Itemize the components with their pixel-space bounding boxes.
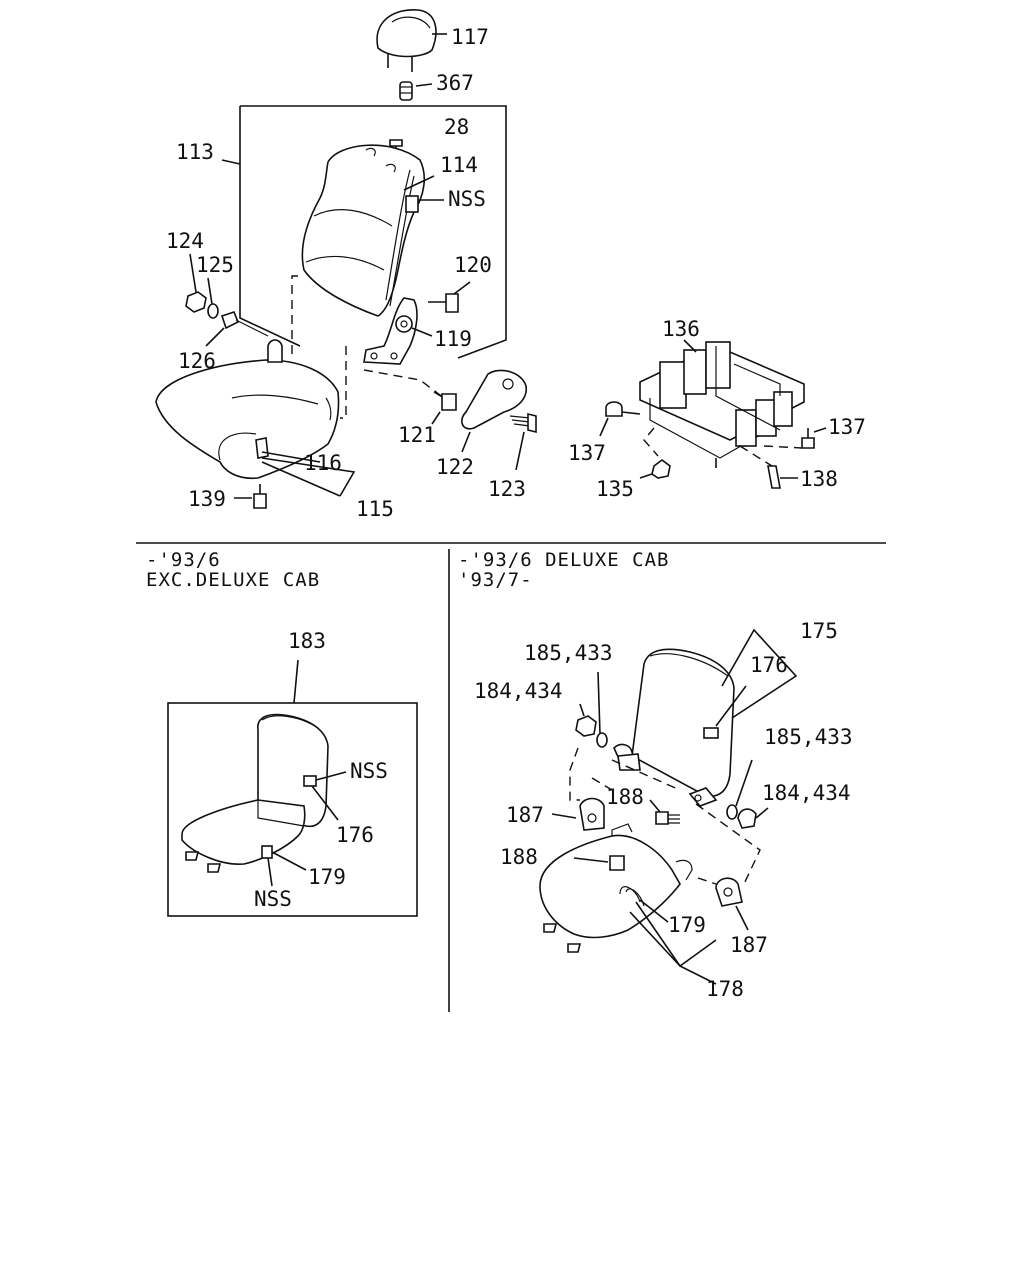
label-185-433-lower: 185,433 [764, 725, 853, 749]
label-120: 120 [454, 253, 492, 277]
headrest-guide-part [399, 81, 433, 101]
label-188-lower: 188 [500, 845, 538, 869]
label-114: 114 [440, 153, 478, 177]
label-188-upper: 188 [606, 785, 644, 809]
label-116: 116 [304, 451, 342, 475]
label-179-right: 179 [668, 913, 706, 937]
screw-123-part [509, 412, 537, 471]
left-panel-note-line1: -'93/6 [146, 549, 221, 571]
bolt-120-part [428, 281, 471, 313]
label-184-434-upper: 184,434 [474, 679, 563, 703]
nut-135-part [639, 459, 671, 479]
label-137-left: 137 [568, 441, 606, 465]
label-124: 124 [166, 229, 204, 253]
passenger-seat-assembly-183 [167, 659, 418, 917]
cover-plate-part [461, 369, 528, 453]
cushion-label-bracket [261, 457, 356, 497]
seat-assembly-bracket [239, 105, 507, 359]
label-178: 178 [706, 977, 744, 1001]
label-123: 123 [488, 477, 526, 501]
label-nss-top: NSS [448, 187, 486, 211]
pin-138-part [767, 465, 798, 489]
label-137-right: 137 [828, 415, 866, 439]
hinge-bracket-part [363, 297, 433, 365]
label-125: 125 [196, 253, 234, 277]
label-nss-left-b: NSS [254, 887, 292, 911]
label-187-left: 187 [506, 803, 544, 827]
label-175: 175 [800, 619, 838, 643]
deluxe-seat-assembly [539, 628, 798, 985]
seat-cushion-part [155, 339, 340, 480]
headrest-part [376, 9, 447, 72]
seat-assembly-box [167, 702, 418, 917]
label-135: 135 [596, 477, 634, 501]
label-113: 113 [176, 140, 214, 164]
label-138: 138 [800, 467, 838, 491]
label-139: 139 [188, 487, 226, 511]
left-panel-note-line2: EXC.DELUXE CAB [146, 569, 320, 591]
nut-washer-spacer-parts [185, 253, 269, 347]
deluxe-seat-back [631, 648, 735, 798]
bolt-139-part [234, 484, 267, 509]
label-367: 367 [436, 71, 474, 95]
label-179-left: 179 [308, 865, 346, 889]
label-136: 136 [662, 317, 700, 341]
label-119: 119 [434, 327, 472, 351]
label-176-left: 176 [336, 823, 374, 847]
label-121: 121 [398, 423, 436, 447]
label-28: 28 [444, 115, 469, 139]
label-126: 126 [178, 349, 216, 373]
seat-riser-part [639, 339, 805, 468]
label-183: 183 [288, 629, 326, 653]
label-115: 115 [356, 497, 394, 521]
label-nss-left-a: NSS [350, 759, 388, 783]
seat-back-part [301, 144, 444, 317]
bolt-121-part [431, 391, 457, 425]
label-184-434-lower: 184,434 [762, 781, 851, 805]
right-panel-note-line2: '93/7- [458, 569, 533, 591]
label-187-right: 187 [730, 933, 768, 957]
deluxe-seat-cushion [539, 834, 681, 939]
right-panel-note-line1: -'93/6 DELUXE CAB [458, 549, 669, 571]
label-122: 122 [436, 455, 474, 479]
label-176-right: 176 [750, 653, 788, 677]
label-185-433-upper: 185,433 [524, 641, 613, 665]
label-117: 117 [451, 25, 489, 49]
bolt-137-right-part [801, 427, 827, 449]
bolt-137-left-part [599, 401, 641, 437]
driver-seat-assembly [155, 9, 827, 509]
